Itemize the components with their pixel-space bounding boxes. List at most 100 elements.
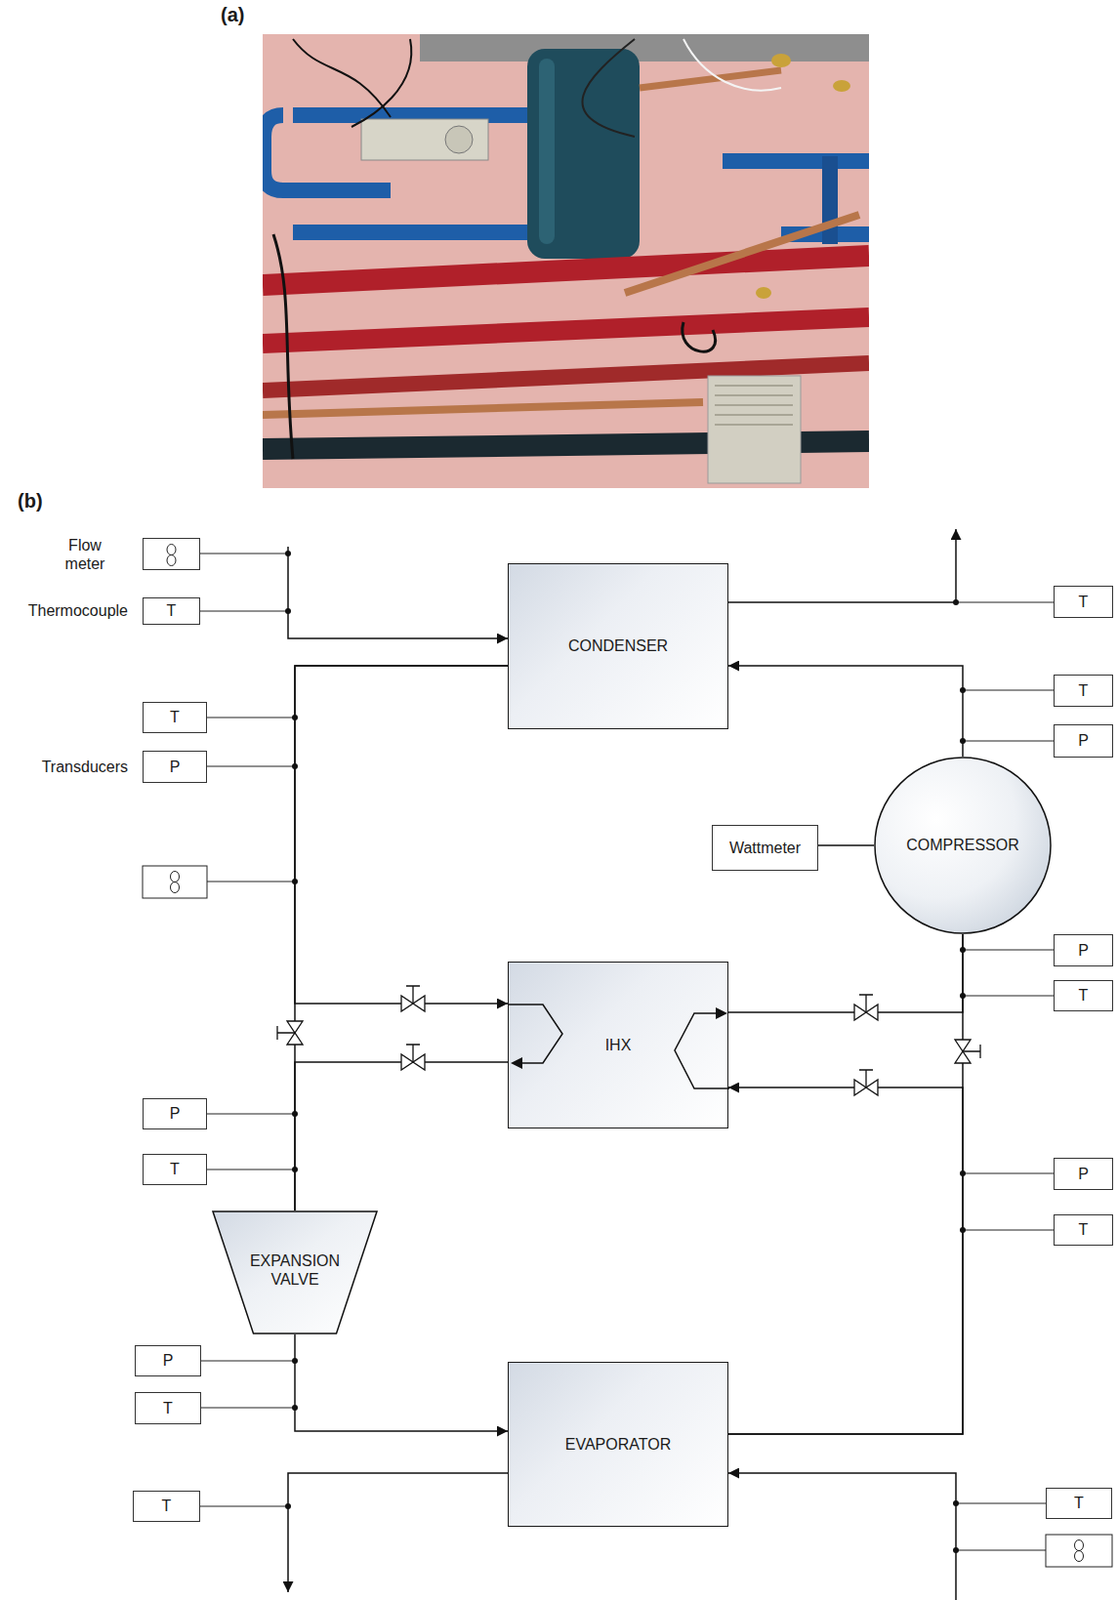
- photo-wire: [273, 234, 293, 459]
- pipe-connector: [728, 1087, 963, 1435]
- sensor-symbol: P: [1077, 1164, 1089, 1184]
- meter-label: Wattmeter: [729, 838, 801, 858]
- pipe-connector: [294, 665, 508, 1211]
- sensor-box: T: [1053, 980, 1114, 1012]
- sensor-box: T: [1053, 674, 1114, 707]
- sensor-box: TransducersP: [142, 750, 208, 784]
- sensor-box: P: [142, 1098, 208, 1130]
- sensor-leader: [962, 741, 1054, 743]
- sensor-box: P: [1053, 724, 1114, 758]
- sensor-symbol: T: [1078, 592, 1089, 612]
- junction-dot: [291, 1166, 298, 1173]
- photo-red-pipe: [262, 317, 870, 344]
- junction-dot: [291, 763, 298, 770]
- sensor-symbol: T: [162, 1496, 172, 1516]
- valve-symbol: [287, 1021, 303, 1034]
- junction-dot: [291, 1358, 298, 1365]
- component-box: EVAPORATOR: [507, 1362, 729, 1528]
- sensor-symbol: P: [169, 1104, 181, 1123]
- sensor-symbol: P: [1077, 941, 1089, 960]
- junction-dot: [952, 1547, 959, 1554]
- flow-meter-box: Flow meter: [142, 538, 201, 571]
- valve-handle: [277, 1026, 295, 1040]
- valve-symbol: [866, 1079, 878, 1096]
- component-label: CONDENSER: [568, 636, 668, 656]
- valve-handle: [859, 1070, 873, 1088]
- sensor-box: P: [134, 1345, 202, 1377]
- valve-trapezoid: EXPANSION VALVE: [211, 1210, 378, 1335]
- photo-fitting: [755, 287, 772, 299]
- sensor-box: T: [1053, 585, 1114, 619]
- sensor-leader: [201, 1361, 295, 1363]
- flow-meter-symbol: [166, 544, 176, 556]
- junction-dot: [952, 599, 959, 606]
- flow-meter-symbol: [170, 882, 180, 894]
- sensor-heading: Flow meter: [54, 535, 116, 573]
- sensor-box: ThermocoupleT: [142, 597, 201, 625]
- component-label: EXPANSION VALVE: [240, 1251, 350, 1289]
- junction-dot: [285, 1503, 291, 1510]
- valve-handle: [962, 1044, 981, 1059]
- coil-symbol: [508, 1004, 563, 1064]
- photo-wire: [351, 39, 412, 127]
- flow-meter-box: [142, 866, 208, 899]
- flow-meter-symbol: [1075, 1551, 1084, 1563]
- sensor-symbol: P: [169, 757, 181, 777]
- sensor-leader: [962, 1230, 1054, 1232]
- flow-meter-symbol: [170, 871, 180, 883]
- junction-dot: [291, 1111, 298, 1118]
- flow-meter-symbol: [1075, 1540, 1084, 1552]
- photo-fitting: [771, 53, 791, 68]
- sensor-box: T: [1053, 1214, 1114, 1246]
- valve-symbol: [401, 995, 414, 1012]
- pipe-connector: [728, 665, 963, 757]
- photo-copper-pipe: [262, 402, 704, 415]
- water-line: [288, 1473, 508, 1593]
- valve-symbol: [413, 995, 425, 1012]
- pipe-connector: [294, 665, 508, 1004]
- sensor-box: T: [134, 1392, 202, 1425]
- photo-blue-pipe: [822, 156, 838, 245]
- component-label: EVAPORATOR: [565, 1435, 671, 1454]
- valve-symbol: [287, 1033, 303, 1045]
- junction-dot: [291, 714, 298, 721]
- photo-compressor: [527, 48, 640, 259]
- junction-dot: [291, 878, 298, 885]
- panel-label: (a): [220, 3, 245, 27]
- sensor-symbol: T: [1078, 1220, 1089, 1240]
- junction-dot: [952, 1500, 959, 1507]
- sensor-leader: [207, 717, 295, 719]
- pipe-connector: [728, 934, 963, 1435]
- coil-symbol: [674, 1013, 730, 1089]
- sensor-leader: [200, 553, 289, 555]
- sensor-leader: [962, 690, 1054, 692]
- circle-outline: [874, 757, 1051, 934]
- sensor-leader: [200, 1506, 289, 1508]
- junction-dot: [291, 1405, 298, 1411]
- pipe-connector: [294, 1062, 508, 1211]
- sensor-leader: [955, 1550, 1046, 1552]
- junction-dot: [959, 947, 966, 953]
- flow-arrowhead: [510, 1057, 523, 1070]
- sensor-symbol: P: [1077, 731, 1089, 750]
- photo-plate-lines: [714, 385, 793, 425]
- trapezoid-outline: [212, 1211, 377, 1334]
- photo-wire: [292, 39, 391, 118]
- sensor-leader: [955, 1503, 1046, 1505]
- sensor-leader: [955, 602, 1054, 604]
- valve-symbol: [401, 1054, 414, 1071]
- photo-wire: [682, 322, 716, 352]
- sensor-heading: Thermocouple: [28, 601, 128, 621]
- pipe-connector: [728, 934, 963, 1013]
- sensor-symbol: T: [1078, 681, 1089, 701]
- valve-symbol: [413, 1054, 425, 1071]
- valve-symbol: [854, 1004, 867, 1021]
- photo-dial: [445, 125, 473, 154]
- junction-dot: [959, 993, 966, 999]
- sensor-box: T: [142, 702, 208, 734]
- sensor-symbol: P: [163, 1351, 174, 1370]
- component-box: IHX: [507, 961, 729, 1129]
- photo-highlight: [538, 58, 555, 245]
- component-label: COMPRESSOR: [906, 835, 1020, 855]
